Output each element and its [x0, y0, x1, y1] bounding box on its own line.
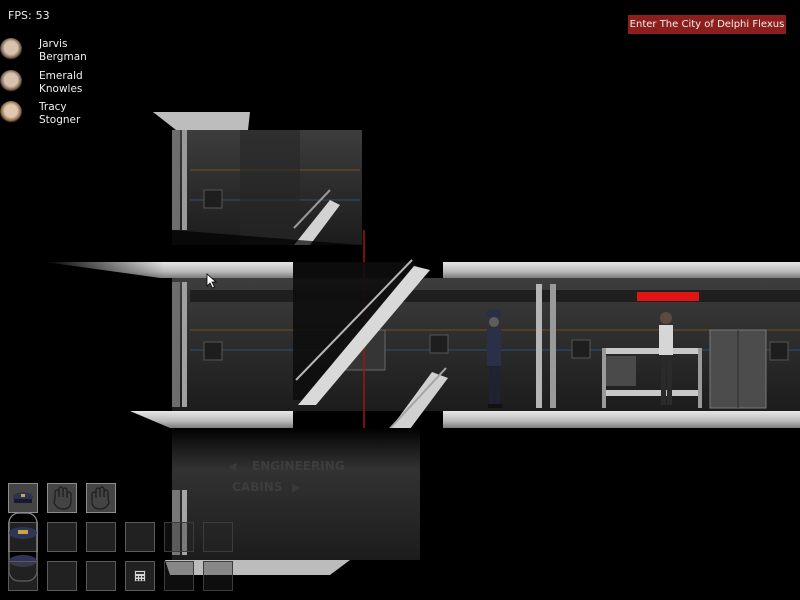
male-portrait-icon	[0, 38, 22, 60]
equip-slot-head[interactable]	[8, 483, 38, 513]
svg-text:▶: ▶	[292, 481, 301, 494]
inventory-slot[interactable]	[164, 561, 194, 591]
inventory-slot[interactable]	[125, 561, 155, 591]
bald-portrait-icon	[0, 70, 22, 92]
inventory-slot[interactable]	[164, 522, 194, 552]
inventory-slot[interactable]	[8, 512, 38, 582]
fps-label: FPS:	[8, 9, 32, 22]
npc-health-bar	[637, 292, 699, 301]
calculator-icon	[126, 562, 154, 590]
right-hand-icon	[87, 484, 115, 512]
fps-counter: FPS:53	[8, 9, 50, 22]
npc-crewman[interactable]	[659, 312, 673, 405]
inventory-slot[interactable]	[47, 522, 77, 552]
sign-cabins: CABINS	[232, 480, 282, 494]
officer-cap-icon	[9, 484, 37, 512]
lower-floor	[130, 411, 800, 428]
left-hand-icon	[48, 484, 76, 512]
mouse-cursor-icon	[206, 273, 218, 289]
sign-engineering: ENGINEERING	[252, 459, 345, 473]
lower-room: ◀ ENGINEERING CABINS ▶	[165, 428, 420, 575]
equip-slot-left-hand[interactable]	[47, 483, 77, 513]
uniform-icon	[8, 512, 38, 582]
inventory-slot[interactable]	[86, 561, 116, 591]
inventory-slot[interactable]	[47, 561, 77, 591]
mid-floor	[45, 262, 800, 278]
inventory-slot[interactable]	[203, 561, 233, 591]
fps-value: 53	[35, 9, 50, 22]
inventory-slot[interactable]	[8, 561, 38, 591]
equip-slot-right-hand[interactable]	[86, 483, 116, 513]
inventory-slot[interactable]	[203, 522, 233, 552]
upper-room	[153, 112, 362, 260]
inventory-slot[interactable]	[86, 522, 116, 552]
inventory-slot[interactable]	[125, 522, 155, 552]
female-portrait-icon	[0, 101, 22, 123]
svg-text:◀: ◀	[228, 460, 237, 473]
objective-banner[interactable]: Enter The City of Delphi Flexus	[628, 15, 786, 34]
player-officer[interactable]	[486, 309, 502, 408]
